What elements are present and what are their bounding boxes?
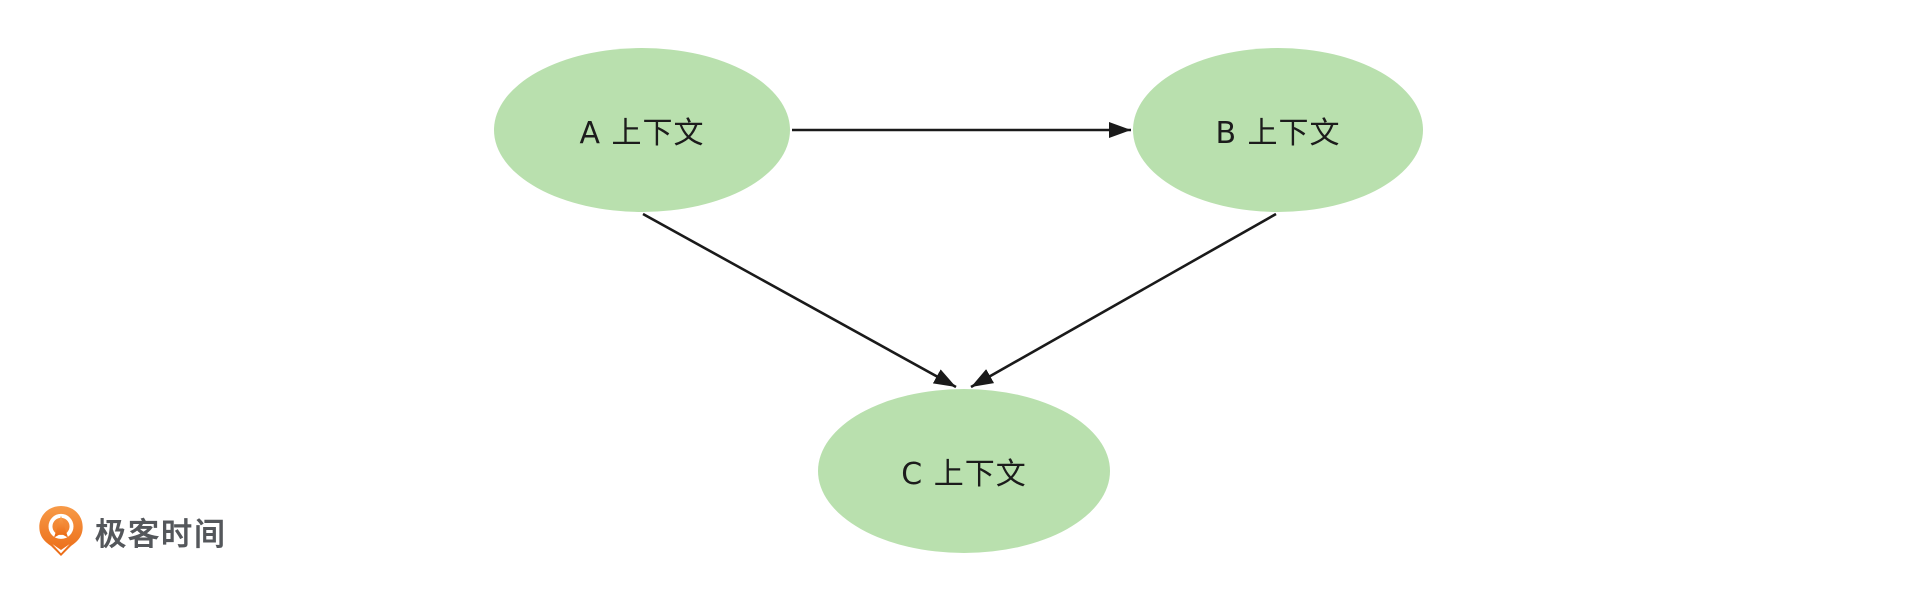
geektime-logo: 极客时间 [38,504,227,558]
edge-a-to-c [642,212,957,389]
node-c-context: C 上下文 [818,389,1110,553]
geektime-logo-text: 极客时间 [95,516,227,553]
geektime-logo-icon [39,506,83,556]
node-b-context: B 上下文 [1133,48,1423,212]
node-a-context: A 上下文 [494,48,790,212]
edge-b-to-c [970,212,1277,389]
node-a-label: A 上下文 [579,116,705,151]
node-c-label: C 上下文 [901,457,1027,492]
node-b-label: B 上下文 [1215,116,1341,151]
